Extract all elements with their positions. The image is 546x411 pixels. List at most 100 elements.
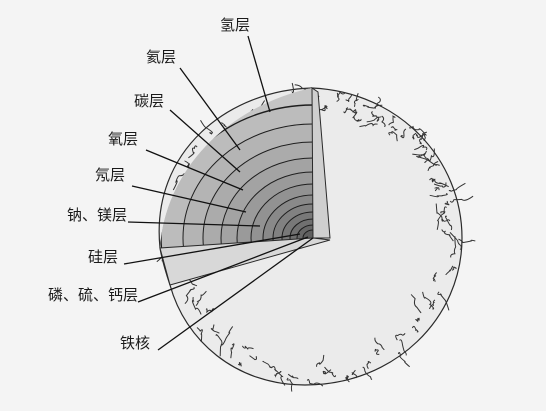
leader-line [169, 109, 241, 173]
envelope-squiggle [415, 133, 426, 138]
envelope-squiggle [321, 105, 328, 111]
envelope-squiggle [451, 266, 457, 271]
envelope-squiggle [437, 291, 450, 311]
envelope-squiggle [210, 324, 220, 334]
envelope-squiggle [274, 371, 282, 378]
envelope-squiggle [351, 369, 358, 379]
leader-line [179, 67, 241, 151]
envelope-squiggle [353, 116, 362, 122]
envelope-squiggle [414, 144, 428, 151]
envelope-squiggle [424, 148, 435, 163]
envelope-squiggle [428, 299, 436, 310]
envelope-squiggle [441, 229, 454, 242]
leader-line [123, 233, 301, 265]
envelope-squiggle [345, 94, 352, 102]
envelope-squiggle [324, 366, 337, 378]
envelope-squiggle [416, 155, 440, 166]
envelope-squiggle [395, 333, 406, 341]
leader-line [157, 237, 314, 351]
layer-rings [160, 88, 313, 248]
envelope-squiggle [249, 355, 258, 361]
envelope-squiggle [444, 200, 450, 206]
leader-line [145, 149, 244, 191]
envelope-squiggle [399, 339, 407, 356]
envelope-squiggle [458, 238, 476, 243]
envelope-squiggle [362, 366, 373, 380]
envelope-squiggle [432, 272, 437, 282]
envelope-squiggle [241, 345, 254, 350]
label-neon-layer: 氖层 [95, 166, 126, 184]
envelope-squiggle [336, 92, 340, 102]
envelope-squiggle [322, 369, 332, 375]
envelope-squiggle [262, 360, 272, 369]
envelope-squiggle [374, 348, 380, 355]
leader-line [127, 221, 261, 227]
envelope-squiggle [343, 106, 356, 114]
leader-line [247, 35, 271, 113]
envelope-squiggle [215, 334, 223, 357]
label-silicon-layer: 硅层 [88, 248, 119, 266]
label-hydrogen-layer: 氢层 [220, 16, 251, 34]
label-helium-layer: 氦层 [146, 48, 177, 66]
label-oxygen-layer: 氧层 [108, 130, 139, 148]
label-carbon-layer: 碳层 [134, 92, 165, 110]
envelope-squiggle [184, 286, 195, 304]
envelope-squiggle [388, 131, 398, 142]
envelope-squiggle [172, 173, 185, 191]
envelope-squiggle [449, 232, 462, 250]
envelope-squiggle [419, 133, 424, 145]
envelope-squiggle [205, 308, 215, 314]
cut-face-right [311, 87, 331, 239]
envelope-squiggle [445, 265, 454, 276]
envelope-squiggle [397, 352, 411, 368]
envelope-squiggle [450, 236, 457, 258]
envelope-squiggle [448, 182, 466, 192]
envelope-squiggle [435, 203, 444, 221]
label-sodium-magnesium-layer: 钠、镁层 [67, 206, 128, 224]
envelope-squiggle [449, 195, 474, 203]
envelope-squiggle [188, 145, 198, 159]
envelope-squiggle [286, 377, 294, 392]
envelope-squiggle [353, 93, 360, 107]
envelope-squiggle [237, 362, 242, 367]
envelope-squiggle [429, 193, 448, 198]
envelope-squiggle [388, 115, 396, 126]
envelope-squiggle [409, 125, 427, 136]
envelope-squiggle [316, 354, 325, 367]
label-phosphorus-sulfur-calcium-layer: 磷、硫、钙层 [48, 286, 139, 304]
envelope-squiggle [374, 337, 385, 351]
envelope-squiggle [427, 161, 439, 172]
leader-line [131, 185, 247, 213]
envelope-squiggle [417, 150, 427, 159]
envelope-squiggle [270, 366, 286, 386]
leader-lines [123, 35, 314, 351]
envelope-squiggle [200, 119, 213, 135]
envelope-squiggle [366, 116, 380, 123]
envelope-squiggle [411, 132, 417, 140]
envelope-squiggle [196, 327, 203, 343]
envelope-squiggle [220, 326, 234, 346]
envelope-squiggle [433, 182, 447, 188]
envelope-squiggle [381, 115, 386, 127]
envelope-squiggle [230, 343, 235, 359]
envelope-squiggle [366, 361, 372, 369]
envelope-squiggle [410, 294, 422, 314]
envelope-squiggle [390, 126, 398, 131]
envelope-squiggle [359, 123, 378, 128]
envelope-squiggle [287, 373, 299, 380]
envelope-squiggle [195, 290, 207, 307]
envelope-squiggle [415, 317, 420, 323]
envelope-squiggle [429, 177, 435, 183]
label-iron-core: 铁核 [120, 334, 151, 352]
envelope-squiggle [400, 128, 407, 139]
envelope-squiggle [436, 211, 446, 230]
envelope-squiggle [345, 375, 350, 383]
envelope-squiggle [362, 104, 383, 109]
envelope-squiggle [184, 160, 191, 168]
envelope-squiggle [434, 187, 440, 192]
envelope-squiggle [306, 378, 324, 387]
envelope-squiggle [422, 291, 435, 310]
leader-line [137, 236, 309, 303]
